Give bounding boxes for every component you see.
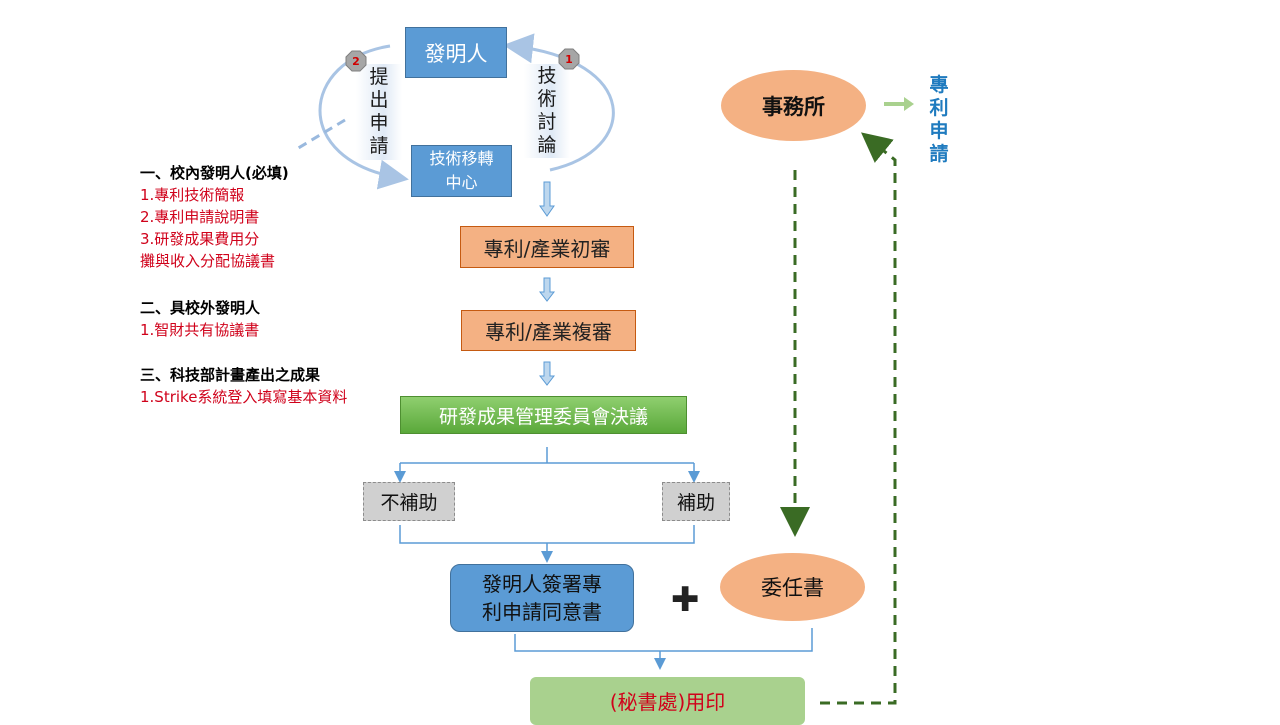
seal-to-agency-dash (820, 138, 895, 703)
requirements-section-2: 二、具校外發明人 1.智財共有協議書 (140, 297, 260, 341)
patent-agency-label: 事務所 (762, 91, 825, 121)
committee-decision-label: 研發成果管理委員會決議 (439, 402, 648, 429)
down-arrow-3 (540, 362, 554, 385)
plus-icon: ✚ (671, 583, 700, 617)
patent-agency-ellipse: 事務所 (721, 70, 866, 141)
note-pointer-dash (295, 120, 345, 150)
tto-label-line2: 中心 (445, 171, 477, 195)
submit-application-label: 提 出 申 請 (356, 64, 402, 160)
section1-title: 一、校內發明人(必填) (140, 162, 289, 184)
split-connector (400, 447, 694, 463)
section1-item: 攤與收入分配協議書 (140, 250, 289, 272)
step-badge-2: 2 (345, 50, 367, 72)
section1-item: 1.專利技術簡報 (140, 184, 289, 206)
subsidy-label: 補助 (677, 488, 715, 515)
subsidy-box: 補助 (662, 482, 730, 521)
inventor-consent-box: 發明人簽署專 利申請同意書 (450, 564, 634, 632)
section2-title: 二、具校外發明人 (140, 297, 260, 319)
section3-item: 1.Strike系統登入填寫基本資料 (140, 386, 347, 408)
section1-item: 3.研發成果費用分 (140, 228, 289, 250)
second-review-box: 專利/產業複審 (461, 310, 636, 351)
no-subsidy-label: 不補助 (380, 488, 437, 515)
committee-decision-box: 研發成果管理委員會決議 (400, 396, 687, 434)
section1-item: 2.專利申請說明書 (140, 206, 289, 228)
tech-discussion-label: 技 術 討 論 (524, 64, 570, 158)
requirements-section-3: 三、科技部計畫產出之成果 1.Strike系統登入填寫基本資料 (140, 364, 347, 408)
secretariat-seal-label: (秘書處)用印 (610, 686, 726, 715)
merge-connector (400, 525, 694, 560)
no-subsidy-box: 不補助 (363, 482, 455, 521)
down-arrow-2 (540, 278, 554, 301)
tech-transfer-center-box: 技術移轉 中心 (411, 145, 512, 197)
requirements-section-1: 一、校內發明人(必填) 1.專利技術簡報 2.專利申請說明書 3.研發成果費用分… (140, 162, 289, 272)
seal-connector (515, 628, 812, 667)
down-arrow-1 (540, 182, 554, 216)
section3-title: 三、科技部計畫產出之成果 (140, 364, 347, 386)
initial-review-box: 專利/產業初審 (460, 226, 634, 268)
consent-label-line2: 利申請同意書 (482, 598, 602, 626)
patent-application-outcome: 專 利 申 請 (925, 74, 953, 166)
step-badge-1: 1 (558, 48, 580, 70)
initial-review-label: 專利/產業初審 (484, 233, 611, 262)
inventor-label: 發明人 (425, 38, 488, 68)
secretariat-seal-box: (秘書處)用印 (530, 677, 805, 725)
inventor-box: 發明人 (405, 27, 507, 78)
agency-outcome-arrow (884, 97, 914, 111)
section2-item: 1.智財共有協議書 (140, 319, 260, 341)
mandate-label: 委任書 (761, 572, 824, 602)
mandate-ellipse: 委任書 (720, 553, 865, 621)
consent-label-line1: 發明人簽署專 (482, 570, 602, 598)
tto-label-line1: 技術移轉 (429, 147, 493, 171)
second-review-label: 專利/產業複審 (485, 316, 612, 345)
